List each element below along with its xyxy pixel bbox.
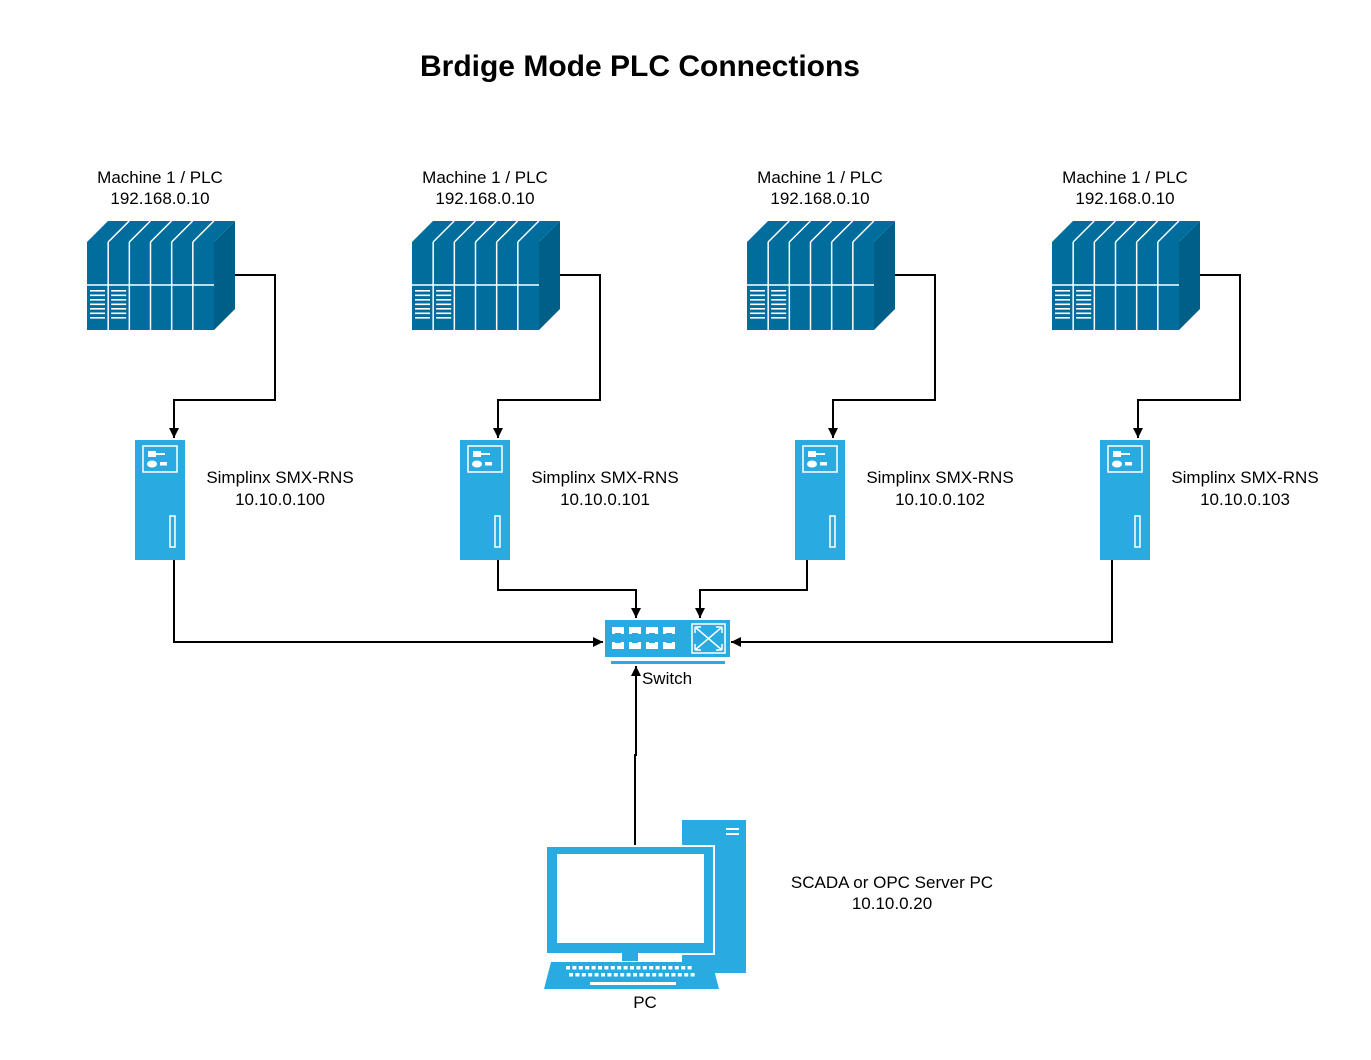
plc-3-ip: 192.168.0.10: [770, 189, 869, 208]
simplinx-gateway-icon: [460, 440, 510, 560]
gateway-3-name: Simplinx SMX-RNS: [866, 468, 1013, 487]
wire-gateway3-switch: [695, 560, 808, 618]
gateway-4-ip: 10.10.0.103: [1200, 490, 1290, 509]
wire-pc-switch: [631, 666, 641, 845]
plc-2-ip: 192.168.0.10: [435, 189, 534, 208]
simplinx-gateway-icon: [135, 440, 185, 560]
network-switch-icon: [605, 620, 730, 664]
wire-plc3-gateway3: [828, 274, 936, 438]
desktop-pc-icon: [544, 820, 746, 989]
gateway-1-name: Simplinx SMX-RNS: [206, 468, 353, 487]
wire-gateway1-switch: [173, 560, 603, 647]
plc-2-name: Machine 1 / PLC: [422, 168, 548, 187]
connection-wires: [169, 274, 1241, 845]
plc-1-ip: 192.168.0.10: [110, 189, 209, 208]
plc-layer: [87, 220, 1200, 330]
pc-role: SCADA or OPC Server PC: [791, 873, 993, 892]
pc-ip: 10.10.0.20: [852, 894, 932, 913]
gateway-3-ip: 10.10.0.102: [895, 490, 985, 509]
plc-3-name: Machine 1 / PLC: [757, 168, 883, 187]
keyboard-keys: [566, 966, 695, 977]
gateway-4-name: Simplinx SMX-RNS: [1171, 468, 1318, 487]
wire-plc4-gateway4: [1133, 274, 1241, 438]
gateway-1-ip: 10.10.0.100: [235, 490, 325, 509]
simplinx-gateway-icon: [795, 440, 845, 560]
plc-4-ip: 192.168.0.10: [1075, 189, 1174, 208]
plc-rack-icon: [412, 220, 560, 330]
pc-label: PC: [633, 993, 657, 1012]
wire-gateway4-switch: [731, 560, 1113, 647]
plc-rack-icon: [1052, 220, 1200, 330]
wire-gateway2-switch: [497, 560, 641, 618]
simplinx-gateway-icon: [1100, 440, 1150, 560]
plc-rack-icon: [87, 220, 235, 330]
wire-plc2-gateway2: [493, 274, 601, 438]
plc-4-name: Machine 1 / PLC: [1062, 168, 1188, 187]
gateway-2-ip: 10.10.0.101: [560, 490, 650, 509]
wire-plc1-gateway1: [169, 274, 276, 438]
gateway-2-name: Simplinx SMX-RNS: [531, 468, 678, 487]
diagram-title: Brdige Mode PLC Connections: [420, 50, 860, 83]
plc-rack-icon: [747, 220, 895, 330]
gateway-layer: [135, 440, 1150, 560]
plc-1-name: Machine 1 / PLC: [97, 168, 223, 187]
switch-label: Switch: [642, 669, 692, 688]
